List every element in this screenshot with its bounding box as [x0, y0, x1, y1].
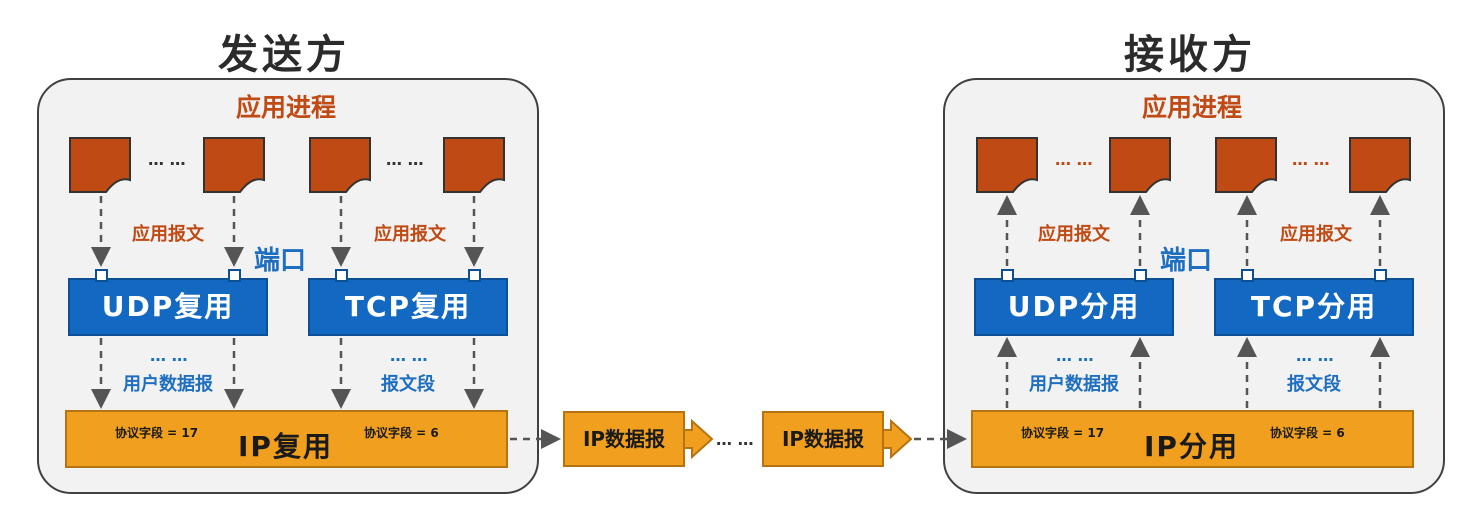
sender-process-label: 应用进程 [235, 93, 336, 122]
sender-down-arrows-bottom [91, 338, 484, 409]
receiver-tcp-demux: TCP分用 [1214, 278, 1414, 336]
receiver-ip-bar [971, 410, 1414, 468]
sender-tcp-dots: … … [390, 346, 428, 365]
sender-msg-label-udp: 应用报文 [132, 224, 204, 245]
sender-doc-4 [443, 137, 505, 193]
receiver-msg-label-udp: 应用报文 [1038, 224, 1110, 245]
sender-port-label: 端口 [254, 246, 307, 276]
sender-tcp-mux: TCP复用 [308, 278, 508, 336]
sender-udp-dots: … … [150, 346, 188, 365]
transit-packet-1: IP数据报 [563, 411, 685, 467]
packet-1-block-arrow [683, 418, 714, 460]
receiver-tcp-data-label: 报文段 [1287, 374, 1341, 395]
receiver-doc-1 [976, 137, 1038, 193]
sender-port-1 [95, 269, 108, 282]
sender-port-2 [228, 269, 241, 282]
receiver-port-3 [1241, 269, 1254, 282]
sender-doc-3 [309, 137, 371, 193]
sender-doc-2 [203, 137, 265, 193]
receiver-udp-data-label: 用户数据报 [1029, 374, 1119, 395]
receiver-up-arrows-top [997, 195, 1390, 266]
receiver-port-4 [1374, 269, 1387, 282]
receiver-port-1 [1001, 269, 1014, 282]
sender-doc-dots-2: … … [386, 150, 424, 169]
receiver-tcp-dots: … … [1296, 346, 1334, 365]
receiver-port-2 [1134, 269, 1147, 282]
receiver-title: 接收方 [1124, 32, 1256, 78]
receiver-doc-3 [1215, 137, 1277, 193]
sender-title: 发送方 [218, 32, 350, 78]
sender-ip-label: IP复用 [238, 430, 333, 463]
transit-packet-2: IP数据报 [762, 411, 884, 467]
receiver-udp-demux: UDP分用 [974, 278, 1174, 336]
receiver-doc-2 [1109, 137, 1171, 193]
sender-tcp-data-label: 报文段 [381, 374, 435, 395]
receiver-msg-label-tcp: 应用报文 [1280, 224, 1352, 245]
receiver-udp-dots: … … [1056, 346, 1094, 365]
receiver-process-label: 应用进程 [1141, 93, 1242, 122]
sender-proto-tcp: 协议字段 = 6 [364, 426, 439, 440]
receiver-doc-dots-2: … … [1292, 150, 1330, 169]
packet-2-block-arrow [882, 418, 913, 460]
sender-down-arrows-top [91, 196, 484, 267]
sender-port-4 [468, 269, 481, 282]
receiver-proto-udp: 协议字段 = 17 [1021, 426, 1105, 440]
sender-udp-data-label: 用户数据报 [123, 374, 213, 395]
receiver-ip-label: IP分用 [1144, 430, 1239, 463]
sender-udp-mux: UDP复用 [68, 278, 268, 336]
receiver-up-arrows-bottom [997, 337, 1390, 408]
sender-ip-bar [65, 410, 508, 468]
sender-proto-udp: 协议字段 = 17 [115, 426, 199, 440]
receiver-port-label: 端口 [1160, 246, 1213, 276]
receiver-doc-4 [1349, 137, 1411, 193]
receiver-doc-dots-1: … … [1055, 150, 1093, 169]
sender-doc-dots-1: … … [148, 150, 186, 169]
sender-port-3 [335, 269, 348, 282]
sender-msg-label-tcp: 应用报文 [374, 224, 446, 245]
receiver-proto-tcp: 协议字段 = 6 [1270, 426, 1345, 440]
transit-dots: … … [716, 430, 754, 449]
sender-doc-1 [69, 137, 131, 193]
